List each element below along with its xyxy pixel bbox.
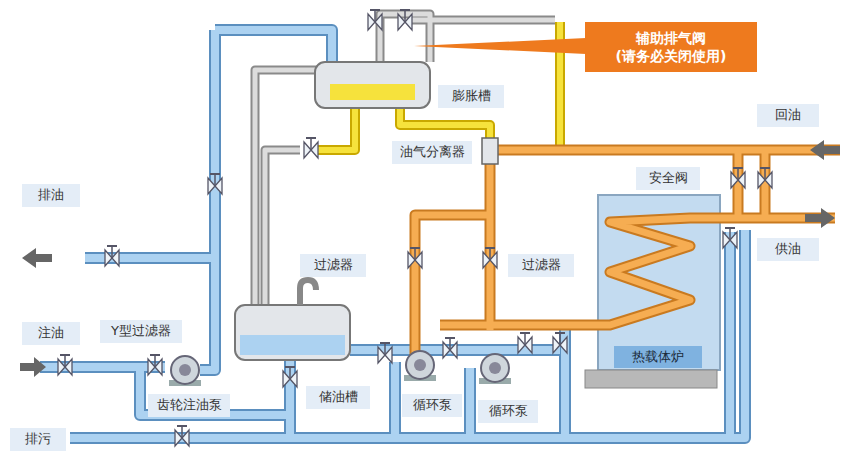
label-text: 齿轮注油泵 [157,397,222,414]
label-text: 安全阀 [649,170,688,187]
label-text: (请务必关闭使用) [616,47,727,65]
part-label: 循环泵 [478,400,538,423]
label-text: 排污 [25,431,51,448]
label-text: 循环泵 [413,397,452,414]
label-text: 过滤器 [314,257,353,274]
part-label: 齿轮注油泵 [148,394,230,417]
part-label: Y型过滤器 [100,320,182,343]
label-text: 膨胀槽 [452,88,491,105]
flow-label: 排污 [10,428,66,451]
label-text: 油气分离器 [400,144,465,161]
part-label: 油气分离器 [392,141,472,164]
label-text: 回油 [775,107,801,124]
label-text: 注油 [38,325,64,342]
label-text: 排油 [38,187,64,204]
part-label: 循环泵 [402,394,462,417]
label-text: 储油槽 [319,389,358,406]
part-label: 过滤器 [508,254,574,277]
label-text: 热载体炉 [632,349,684,366]
flow-label: 排油 [22,184,80,207]
furnace-label: 热载体炉 [614,346,702,368]
label-text: 供油 [775,241,801,258]
label-text: 过滤器 [522,257,561,274]
label-text: Y型过滤器 [111,323,171,340]
label-text: 辅助排气阀 [636,29,706,47]
label-text: 循环泵 [489,403,528,420]
flow-label: 回油 [757,104,819,127]
part-label: 储油槽 [306,386,370,409]
part-label: 安全阀 [636,167,700,190]
flow-label: 注油 [22,322,80,345]
part-label: 膨胀槽 [438,85,504,108]
flow-label: 供油 [757,238,819,261]
callout-box: 辅助排气阀(请务必关闭使用) [585,22,757,72]
part-label: 过滤器 [300,254,366,277]
